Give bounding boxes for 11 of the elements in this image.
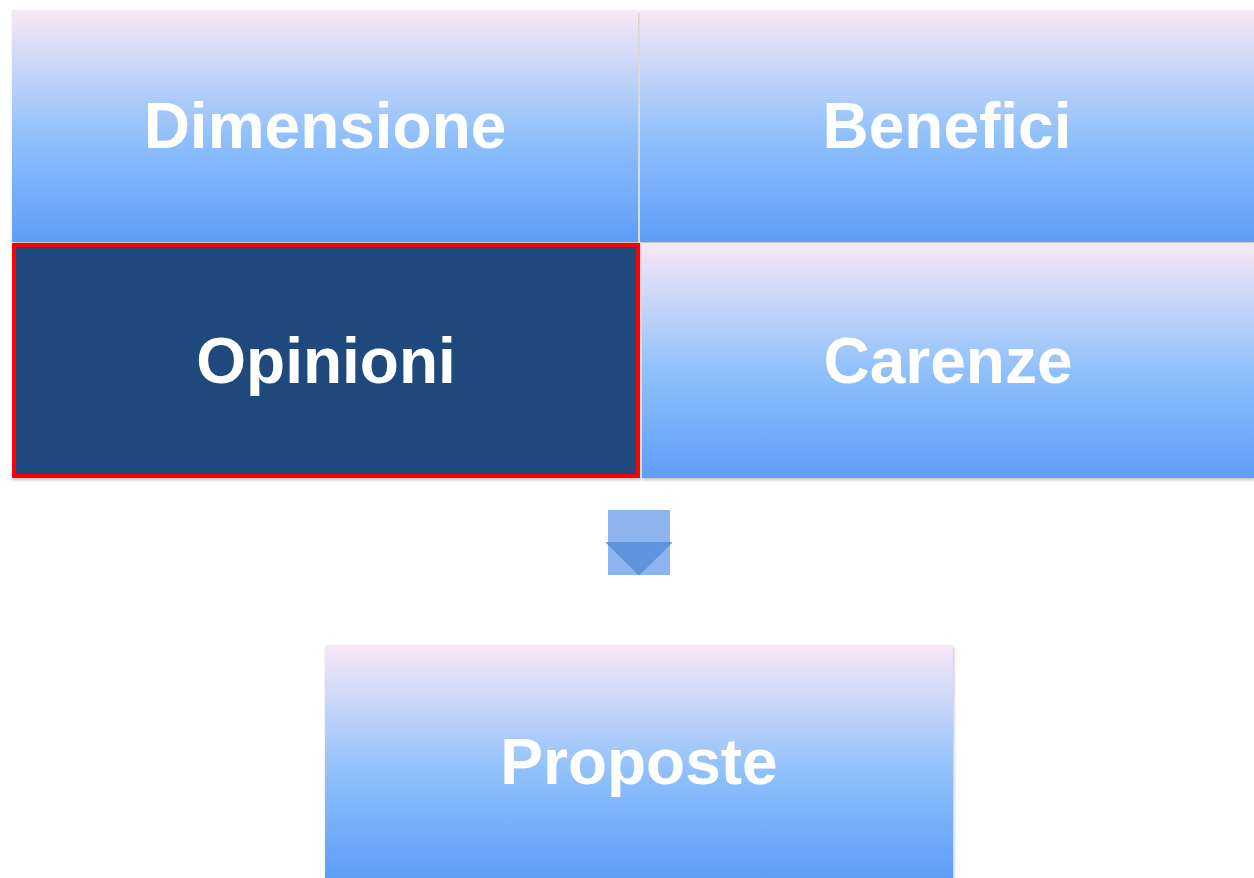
box-label: Benefici [822, 89, 1072, 163]
block-arrow [605, 510, 673, 576]
gradient-box [640, 10, 1254, 242]
box-label: Opinioni [196, 323, 456, 398]
gradient-box [12, 10, 638, 242]
box-label: Proposte [500, 724, 778, 799]
gradient-box [642, 243, 1254, 478]
gradient-box [325, 645, 953, 878]
box-label: Dimensione [143, 89, 507, 163]
box-label: Carenze [823, 323, 1073, 398]
highlighted-box [12, 243, 640, 478]
